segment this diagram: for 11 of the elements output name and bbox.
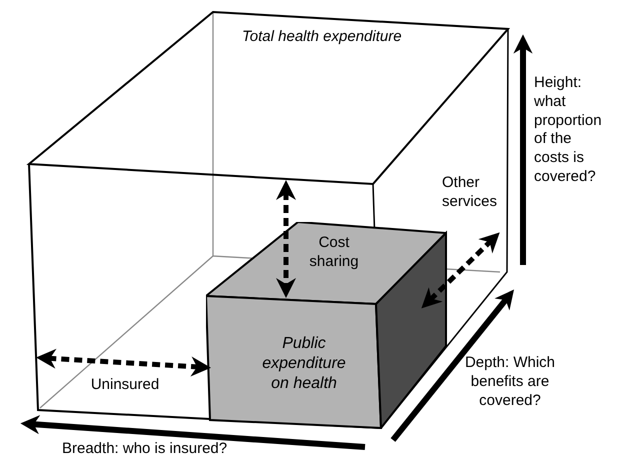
dashed-arrow bbox=[421, 232, 500, 308]
axis-label: Breadth: who is insured? bbox=[62, 440, 228, 459]
node-label: Public expenditure on health bbox=[261, 334, 347, 394]
axis-label: Depth: Which benefits are covered? bbox=[464, 354, 556, 410]
shaded-box bbox=[206, 222, 447, 429]
node-title: Total health expenditure bbox=[242, 28, 402, 47]
axis-label: Uninsured bbox=[90, 376, 160, 395]
axis-label: Height: what proportion of the costs is covered? bbox=[534, 74, 603, 186]
axis-label: Other services bbox=[442, 174, 498, 212]
axis-label: Cost sharing bbox=[308, 234, 360, 272]
dashed-arrow bbox=[36, 348, 211, 377]
